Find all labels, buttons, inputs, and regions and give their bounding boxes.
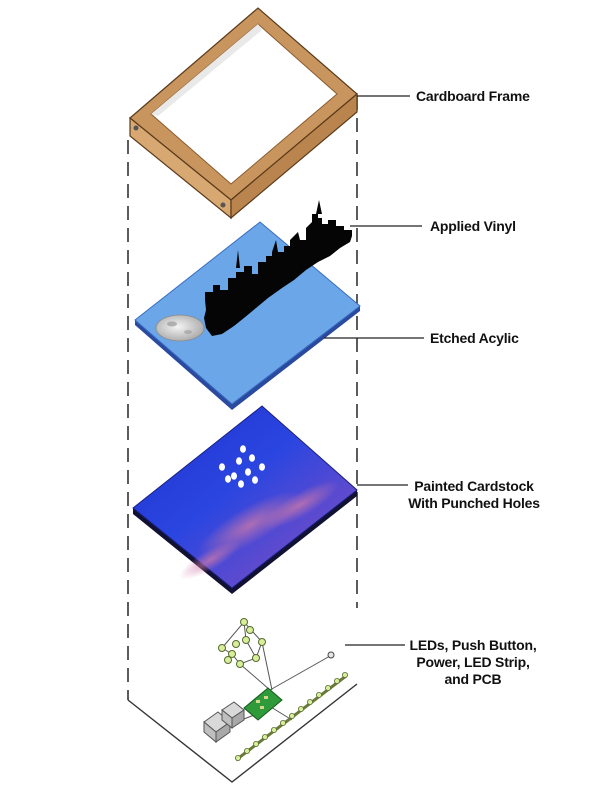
label-cardboard-frame: Cardboard Frame [416,88,530,104]
hole [238,480,244,488]
applied-vinyl-skyline [204,200,352,336]
frame-screw-icon [220,202,226,208]
hole [259,463,265,471]
led-icon [242,636,250,644]
power-jack-icon [221,701,245,730]
led-icon [258,638,266,646]
led-icon [224,656,232,664]
label-etched-acrylic: Etched Acylic [430,330,519,346]
push-button-icon [327,651,335,659]
hole [249,454,255,462]
led-icon [252,654,260,662]
hole [252,476,258,484]
frame-front-right-face [230,92,358,220]
led-icon [236,660,244,668]
led-cluster [218,618,266,668]
painted-cardstock [132,405,358,594]
base-outline [127,683,358,783]
hole [245,468,251,476]
cardboard-frame [129,7,358,220]
led-icon [232,640,240,648]
hole [219,463,225,471]
frame-screw-icon [133,125,139,131]
led-icon [218,644,226,652]
hole [231,472,237,480]
punched-holes [219,445,265,488]
frame-window-bevel [151,24,262,116]
skyline-silhouette [204,214,352,336]
led-icon [246,626,254,634]
label-electronics: LEDs, Push Button, Power, LED Strip, and… [409,637,537,687]
pcb-icon [243,687,283,721]
assembly-guide-lines [127,96,358,700]
label-applied-vinyl: Applied Vinyl [430,218,516,234]
frame-window [150,23,338,185]
led-strip-icon [234,672,348,762]
hole [240,445,246,453]
hole [225,475,231,483]
hole [236,457,242,465]
led-icon [228,650,236,658]
label-painted-cardstock: Painted Cardstock With Punched Holes [408,478,540,511]
led-icon [240,618,248,626]
electronics-base [127,618,358,783]
moon-icon [155,314,205,342]
callout-leaders [324,95,424,646]
